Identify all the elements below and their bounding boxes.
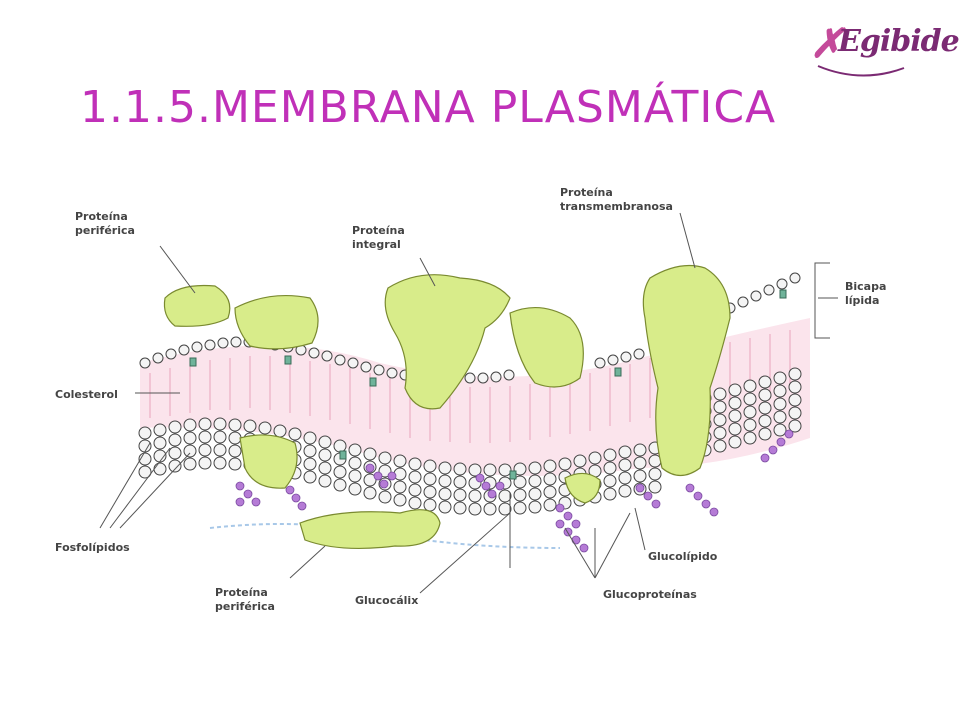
label-glycocalyx: Glucocálix (355, 594, 419, 607)
label-glycolipid: Glucolípido (648, 550, 718, 563)
label-transmembrane-protein: Proteína transmembranosa (560, 186, 673, 213)
label-peripheral-protein-bottom: Proteína periférica (215, 586, 275, 613)
integral-protein (384, 274, 511, 410)
transmembrane-protein (642, 265, 731, 477)
label-phospholipids: Fosfolípidos (55, 541, 130, 554)
integral-protein-2 (509, 306, 584, 388)
label-glycoproteins: Glucoproteínas (603, 588, 697, 601)
peripheral-protein-top-2 (234, 294, 319, 350)
egibide-logo: ✗ Egibide (808, 14, 960, 84)
label-peripheral-protein-top: Proteína periférica (75, 210, 135, 237)
cell-membrane-diagram (99, 212, 838, 594)
protein-lower-mid (564, 472, 601, 504)
peripheral-protein-bottom (299, 509, 441, 549)
logo-x-icon: ✗ (810, 20, 844, 67)
label-integral-protein: Proteína integral (352, 224, 405, 251)
lipid-tails (149, 330, 791, 443)
logo-text: Egibide (838, 24, 960, 59)
sugar-chains (235, 429, 794, 553)
slide-title: 1.1.5.MEMBRANA PLASMÁTICA (80, 82, 777, 133)
label-cholesterol: Colesterol (55, 388, 118, 401)
protein-lower-left (239, 434, 298, 489)
lower-leaflet-heads (138, 417, 662, 516)
cholesterol-marks (189, 289, 787, 480)
label-lipid-bilayer: Bicapa lípida (845, 280, 887, 307)
logo-swoosh-icon (817, 65, 905, 77)
peripheral-protein-top (163, 284, 231, 327)
leader-lines (99, 212, 838, 594)
